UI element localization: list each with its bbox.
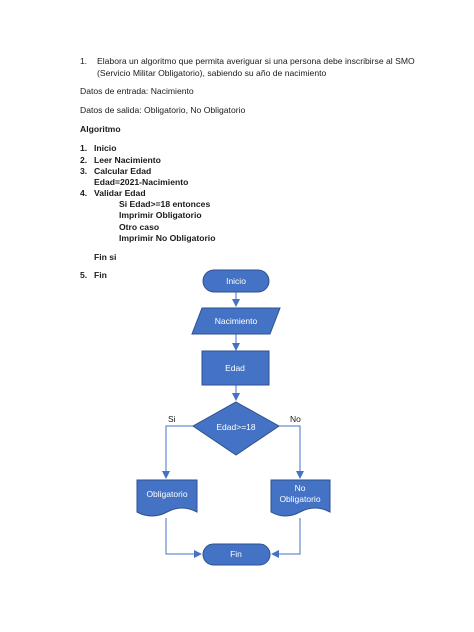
output-yes-document — [136, 479, 198, 517]
task-line-2: (Servicio Militar Obligatorio), sabiendo… — [97, 68, 327, 78]
step-number: 1. — [80, 143, 88, 153]
output-yes-label: Obligatorio — [146, 489, 187, 499]
input-parallelogram — [191, 307, 281, 335]
end-label: Fin — [230, 549, 242, 559]
step-text: Leer Nacimiento — [94, 155, 161, 165]
yes-branch-label: Si — [168, 414, 176, 424]
connector-yes-end — [165, 518, 202, 558]
input-data-text: Datos de entrada: Nacimiento — [80, 86, 194, 96]
output-no-document — [270, 479, 331, 517]
task-line-1: Elabora un algoritmo que permita averigu… — [97, 56, 415, 66]
step-number: 4. — [80, 188, 88, 198]
sub-step-text: Otro caso — [119, 222, 160, 232]
process-label: Edad — [225, 363, 245, 373]
start-label: Inicio — [226, 276, 246, 286]
output-no-label-line2: Obligatorio — [279, 494, 320, 504]
step-text: Calcular Edad — [94, 166, 152, 176]
output-no-label-line1: No — [295, 483, 306, 493]
task-number: 1. — [80, 56, 88, 66]
algorithm-heading: Algoritmo — [80, 124, 121, 134]
step-number: 3. — [80, 166, 88, 176]
connector-decision-no — [279, 425, 304, 479]
input-label: Nacimiento — [215, 316, 258, 326]
end-if-text: Fin si — [94, 252, 117, 262]
connector-decision-yes — [162, 425, 193, 479]
sub-step-text: Si Edad>=18 entonces — [119, 199, 211, 209]
end-terminator — [202, 543, 271, 566]
step-text: Inicio — [94, 143, 117, 153]
step-number: 2. — [80, 155, 88, 165]
sub-step-text: Imprimir No Obligatorio — [119, 233, 216, 243]
start-terminator — [202, 269, 270, 293]
no-branch-label: No — [290, 414, 301, 424]
output-data-text: Datos de salida: Obligatorio, No Obligat… — [80, 105, 246, 115]
step-text: Validar Edad — [94, 188, 146, 198]
step-text: Edad=2021-Nacimiento — [94, 177, 189, 187]
process-box — [201, 350, 270, 386]
decision-label: Edad>=18 — [216, 422, 256, 432]
sub-step-text: Imprimir Obligatorio — [119, 210, 202, 220]
connector-no-end — [271, 518, 301, 558]
step-number: 5. — [80, 270, 88, 280]
step-text: Fin — [94, 270, 107, 280]
decision-diamond — [192, 401, 280, 456]
